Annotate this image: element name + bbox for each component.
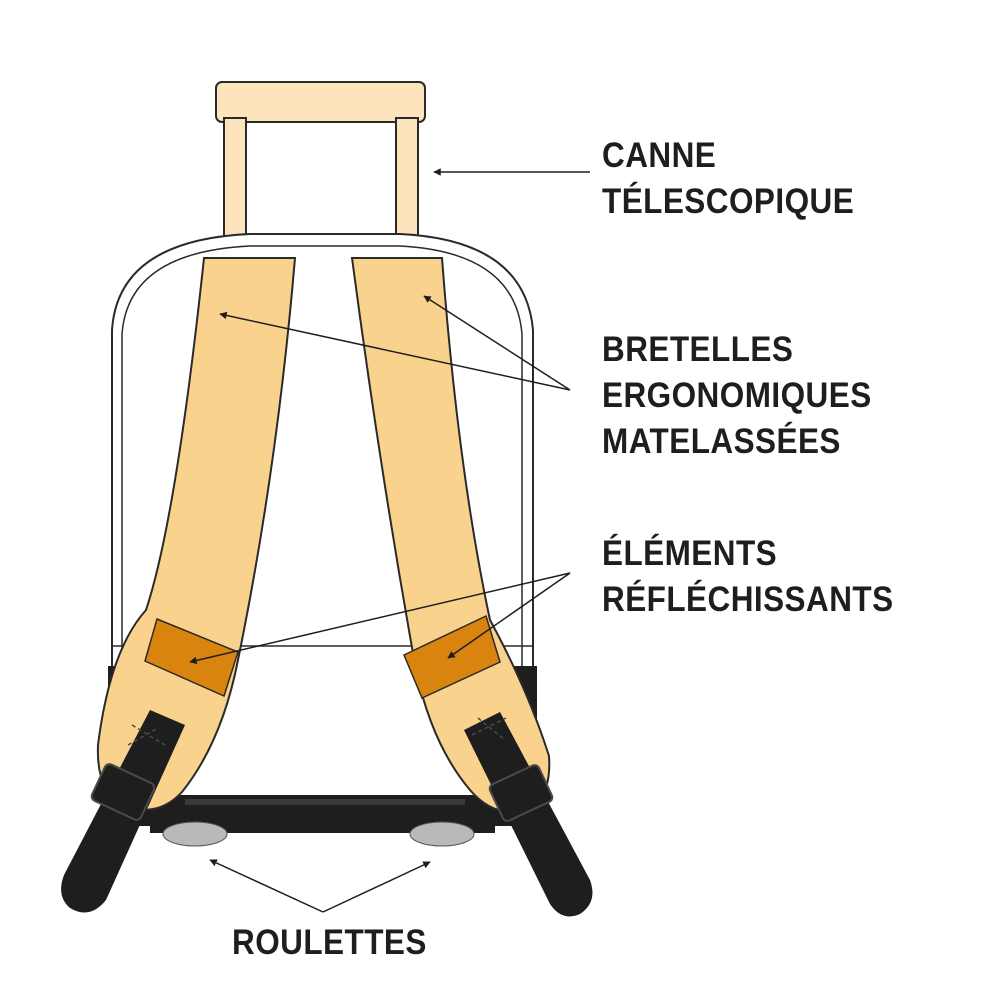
arrow-wheel-left [209, 859, 324, 913]
label-line: CANNE [602, 136, 717, 175]
arrow-strap-left [219, 311, 571, 391]
bag-shell-inner [121, 245, 523, 690]
buckle-strap-right [464, 712, 593, 917]
buckle-left [90, 763, 156, 821]
label-line: TÉLESCOPIQUE [602, 182, 855, 221]
label-line: RÉFLÉCHISSANTS [602, 580, 894, 619]
label-line: ERGONOMIQUES [602, 376, 872, 415]
label-line: BRETELLES [602, 330, 794, 369]
arrow-reflective-left [189, 572, 571, 665]
handle-rod-right [395, 117, 419, 239]
wheels [162, 821, 475, 847]
arrow-reflective-right [447, 572, 571, 659]
label-line: MATELASSÉES [602, 422, 841, 461]
pointer-arrows [189, 168, 590, 913]
handle-rod-left [223, 117, 247, 239]
label-wheels: ROULETTES [232, 920, 427, 966]
frame-bar-highlight [185, 799, 465, 805]
label-padded-straps: BRETELLES ERGONOMIQUES MATELASSÉES [602, 327, 872, 465]
stitch-right [471, 717, 507, 741]
label-line: ROULETTES [232, 923, 427, 962]
stitch-left [127, 724, 166, 746]
label-telescopic-handle: CANNE TÉLESCOPIQUE [602, 133, 854, 225]
buckle-right [488, 764, 554, 822]
wheel-right [409, 821, 475, 847]
arrow-wheel-right [322, 861, 431, 913]
arrow-strap-right [423, 295, 571, 391]
label-reflective-elements: ÉLÉMENTS RÉFLÉCHISSANTS [602, 531, 894, 623]
wheel-left [162, 821, 228, 847]
handle-grip [215, 81, 426, 123]
label-line: ÉLÉMENTS [602, 534, 778, 573]
telescopic-handle [215, 81, 426, 239]
